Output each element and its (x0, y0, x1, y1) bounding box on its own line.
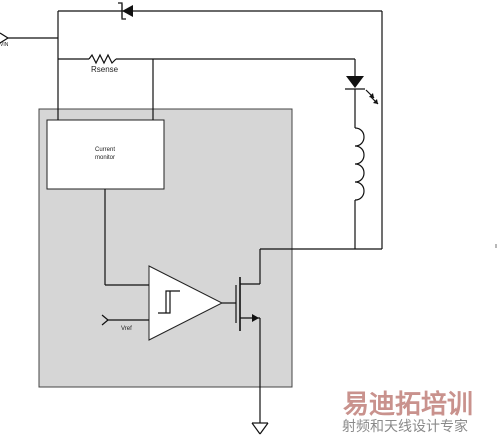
rsense-resistor-icon (88, 53, 117, 65)
inductor-icon (354, 127, 365, 201)
vin-terminal (0, 32, 58, 44)
watermark-sub: 射频和天线设计专家 (342, 418, 468, 434)
comparator-icon (148, 265, 224, 341)
ground-icon (251, 422, 269, 435)
vref-label: Vref (121, 326, 132, 332)
hysteresis-icon (158, 290, 180, 314)
mosfet-icon (235, 249, 261, 423)
schottky-diode-icon (118, 2, 133, 20)
vin-label: VIN (0, 42, 9, 48)
vref-terminal (101, 314, 149, 326)
watermark-main: 易迪拓培训 (343, 389, 473, 419)
rsense-label: Rsense (91, 65, 119, 74)
current-monitor-label-line2: monitor (95, 155, 115, 161)
current-monitor-label-line1: Current (95, 147, 115, 153)
current-monitor-box (46, 119, 165, 190)
led-icon (345, 76, 379, 105)
